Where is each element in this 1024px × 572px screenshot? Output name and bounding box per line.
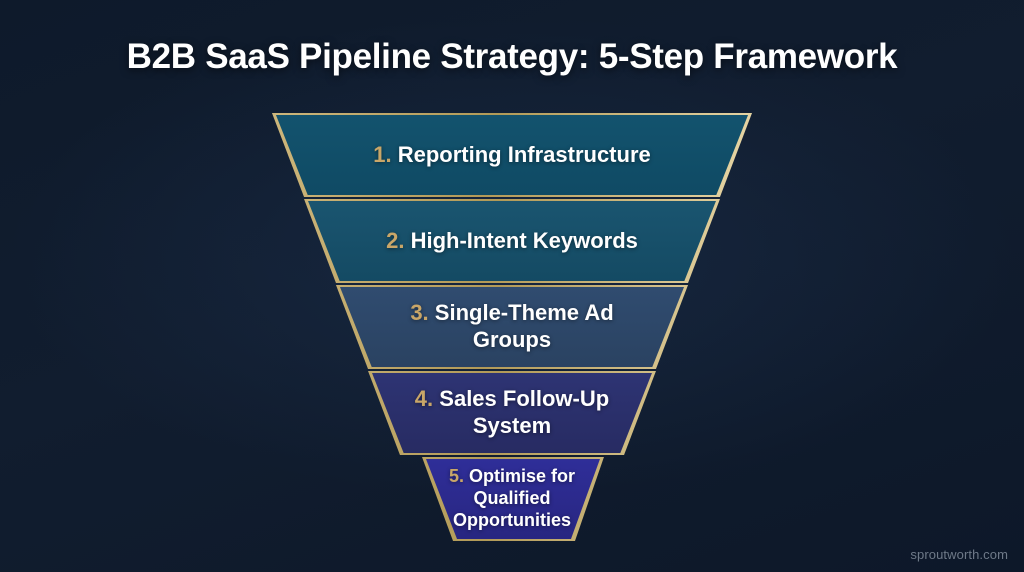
- step-5-fill: [425, 459, 600, 539]
- funnel-step-1[interactable]: 1. Reporting Infrastructure: [0, 113, 1024, 197]
- step-2-number: 2.: [386, 227, 405, 253]
- step-5-number: 5.: [448, 466, 464, 487]
- step-3-label: 3. Single-Theme Ad Groups: [404, 300, 619, 354]
- step-1-fill: [275, 115, 749, 195]
- step-2-label: 2. High-Intent Keywords: [380, 228, 644, 255]
- step-4-fill: [372, 373, 652, 453]
- step-4-text: Sales Follow-Up System: [439, 386, 610, 438]
- funnel-step-2[interactable]: 2. High-Intent Keywords: [0, 199, 1024, 283]
- step-5-label: 5. Optimise for Qualified Opportunities: [443, 466, 581, 532]
- step-3-fill: [339, 287, 685, 367]
- step-3-text: Single-Theme Ad Groups: [434, 300, 614, 352]
- step-2-text: High-Intent Keywords: [410, 227, 638, 253]
- step-3-number: 3.: [410, 300, 429, 326]
- step-1-text: Reporting Infrastructure: [397, 141, 651, 167]
- watermark: sproutworth.com: [910, 547, 1008, 562]
- funnel-diagram: 1. Reporting Infrastructure 2. High-Inte…: [0, 113, 1024, 541]
- step-2-fill: [308, 201, 716, 281]
- step-4-label: 4. Sales Follow-Up System: [409, 386, 615, 440]
- step-5-text: Optimise for Qualified Opportunities: [452, 466, 576, 530]
- funnel-step-5[interactable]: 5. Optimise for Qualified Opportunities: [0, 457, 1024, 541]
- step-1-label: 1. Reporting Infrastructure: [367, 142, 657, 169]
- funnel-step-4[interactable]: 4. Sales Follow-Up System: [0, 371, 1024, 455]
- page-title: B2B SaaS Pipeline Strategy: 5-Step Frame…: [126, 37, 898, 76]
- step-1-number: 1.: [373, 141, 392, 167]
- step-4-number: 4.: [414, 386, 434, 412]
- funnel-step-3[interactable]: 3. Single-Theme Ad Groups: [0, 285, 1024, 369]
